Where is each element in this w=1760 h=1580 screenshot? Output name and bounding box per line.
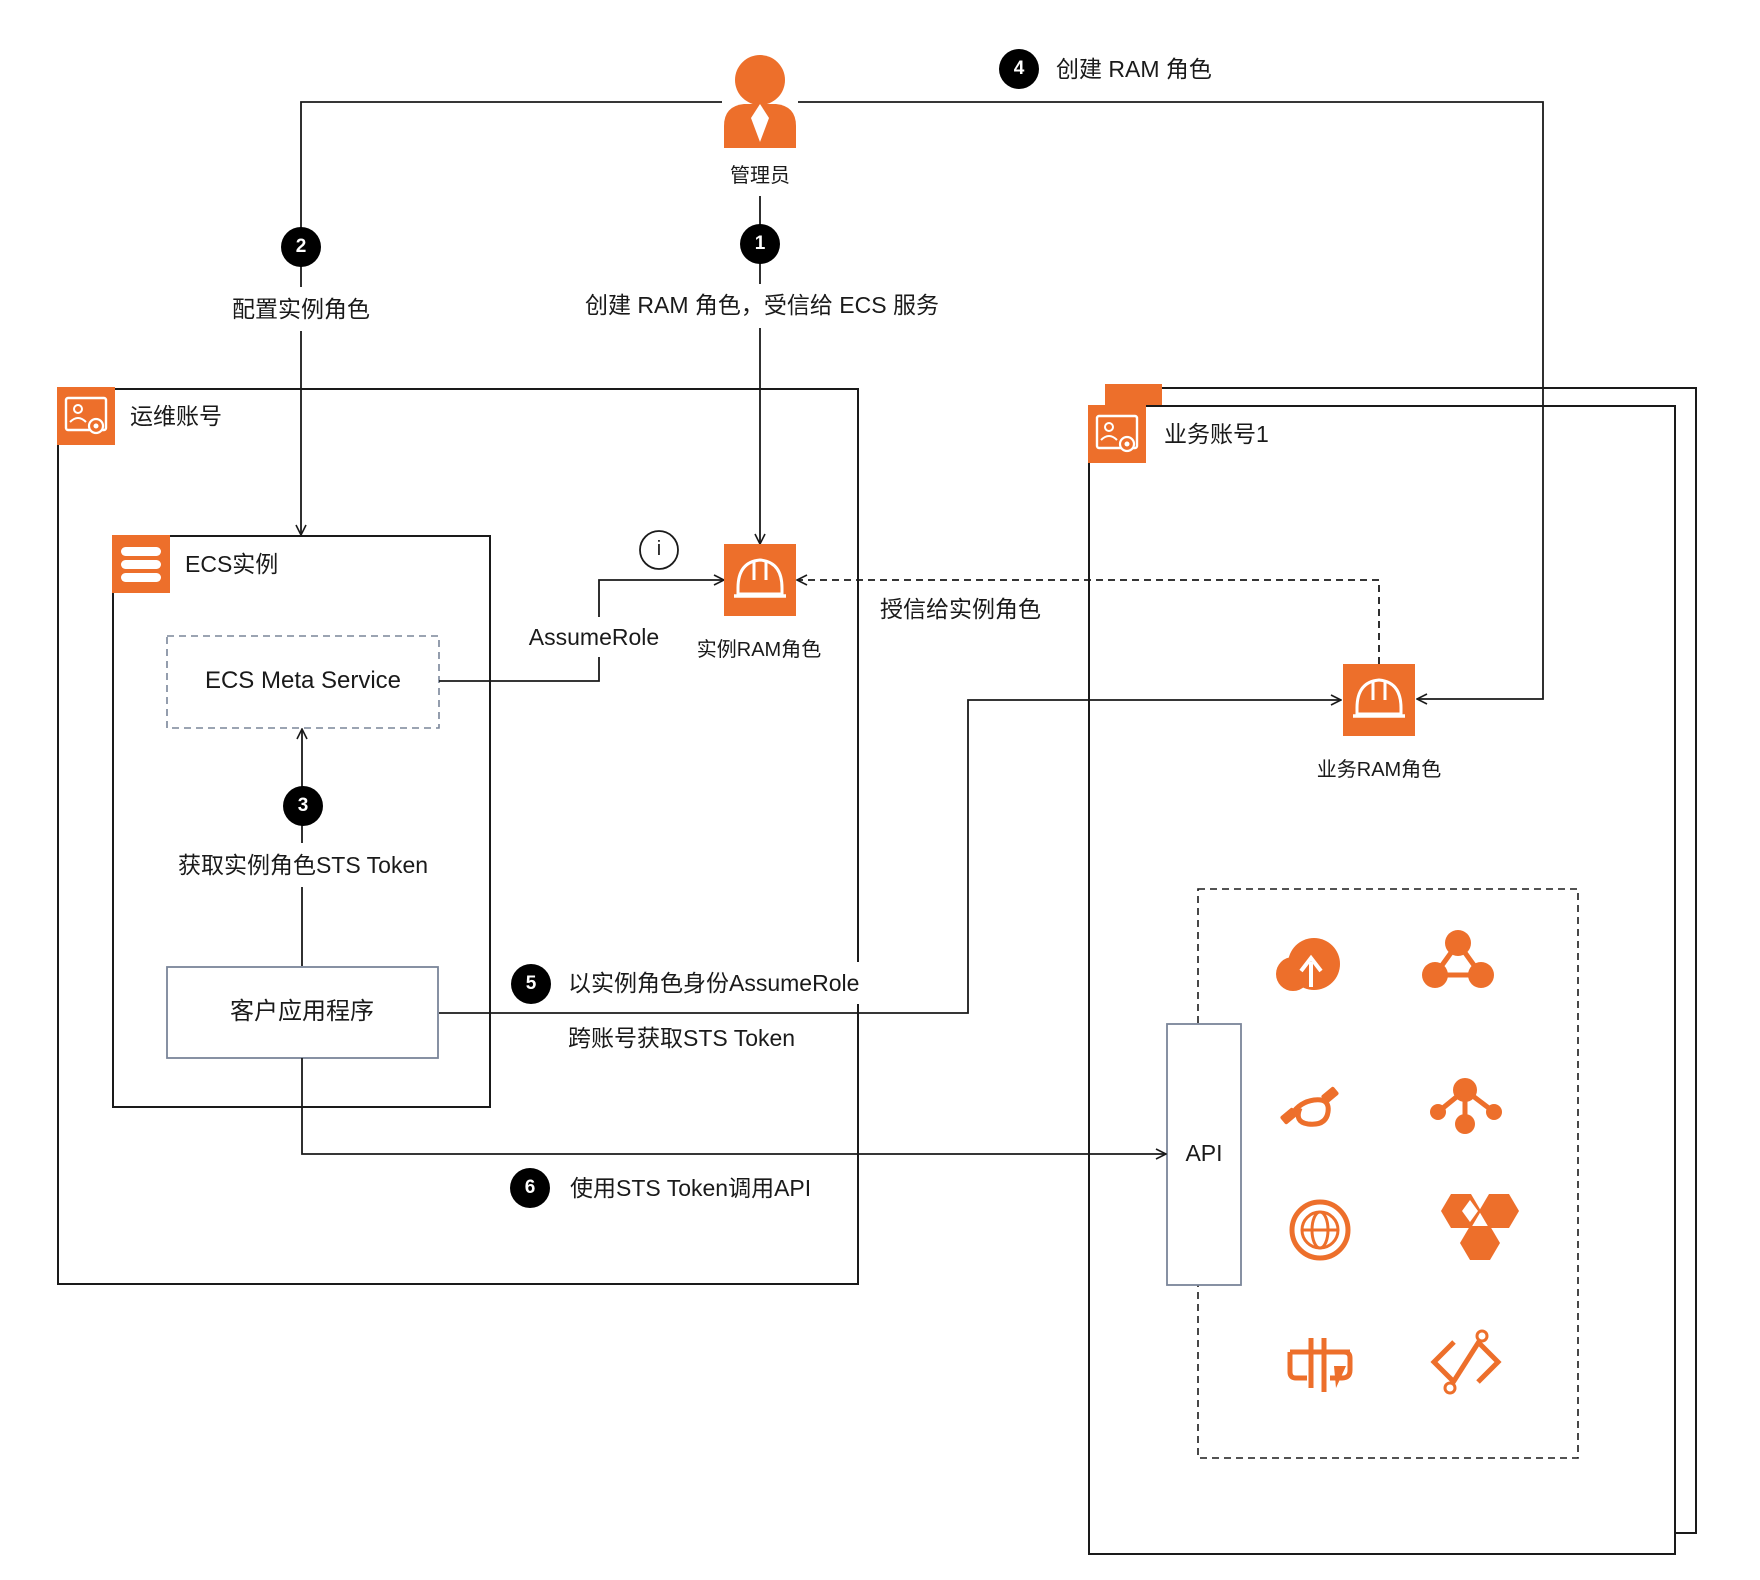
ops-account-title: 运维账号 [130, 403, 222, 429]
step1-badge: 1 [740, 224, 780, 264]
step2-badge: 2 [281, 227, 321, 267]
step5-line [439, 700, 1341, 1014]
network-triangle-icon [1422, 930, 1494, 988]
assume-role-label: AssumeRole [528, 624, 660, 650]
admin-label: 管理员 [730, 165, 790, 187]
step6-badge: 6 [510, 1168, 550, 1208]
instance-role-label: 实例RAM角色 [696, 639, 822, 661]
biz-account-title: 业务账号1 [1164, 421, 1269, 447]
trust-label: 授信给实例角色 [880, 596, 1041, 622]
info-circle [639, 530, 679, 570]
step5-badge: 5 [511, 964, 551, 1004]
biz-account-frame [1088, 405, 1676, 1555]
step6-label: 使用STS Token调用API [570, 1175, 812, 1201]
globe-icon [1289, 1199, 1351, 1261]
ops-account-frame [57, 388, 859, 1285]
api-label: API [1185, 1140, 1223, 1166]
step3-badge: 3 [283, 786, 323, 826]
step4-badge: 4 [999, 49, 1039, 89]
client-app-box [166, 966, 439, 1059]
step6-line [301, 1058, 1166, 1154]
instance-role-helmet-icon [724, 544, 796, 616]
biz-account-icon [1088, 405, 1146, 463]
ops-account-icon [57, 387, 115, 445]
step5-label: 以实例角色身份AssumeRole [568, 970, 860, 996]
step2-label: 配置实例角色 [232, 296, 370, 322]
step2-line [301, 101, 722, 535]
api-box [1166, 1023, 1242, 1286]
meta-service-label: ECS Meta Service [204, 667, 402, 694]
client-app-label: 客户应用程序 [230, 998, 374, 1025]
code-link-icon [1430, 1329, 1502, 1395]
cable-connector-icon [1280, 1086, 1339, 1127]
hub-node-icon [1430, 1078, 1502, 1134]
step4-line [798, 101, 1544, 699]
step1-label: 创建 RAM 角色，受信给 ECS 服务 [585, 292, 939, 318]
cloud-upload-icon [1276, 938, 1340, 991]
step5-label-2: 跨账号获取STS Token [568, 1025, 796, 1051]
ecs-server-icon [112, 535, 170, 593]
trust-line [797, 580, 1380, 664]
step3-label: 获取实例角色STS Token [177, 852, 429, 878]
hexagon-cluster-icon [1441, 1194, 1519, 1260]
info-mark: i [656, 538, 662, 560]
meta-service-box [166, 635, 440, 729]
gateway-icon [1287, 1338, 1353, 1392]
admin-person-icon [724, 55, 796, 148]
ecs-instance-label: ECS实例 [185, 551, 279, 577]
biz-role-label: 业务RAM角色 [1316, 759, 1442, 781]
step4-label: 创建 RAM 角色 [1056, 56, 1212, 82]
biz-role-helmet-icon [1343, 664, 1415, 736]
